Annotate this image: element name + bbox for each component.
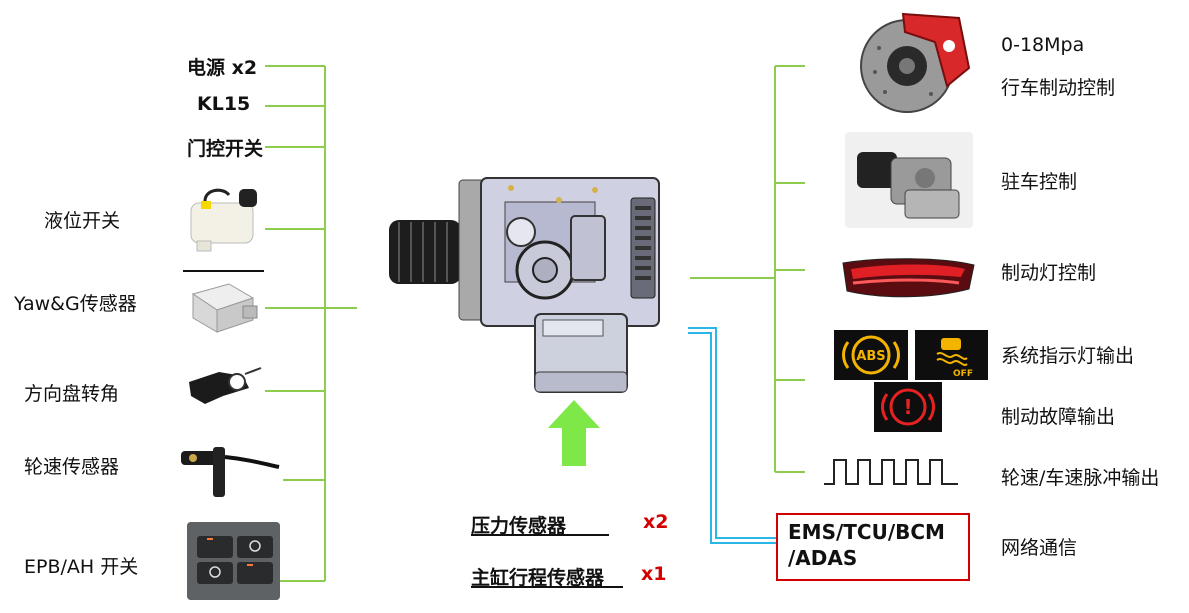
epb-switch-image <box>187 522 280 600</box>
steering-angle-sensor-image <box>183 360 263 410</box>
network-nodes-box: EMS/TCU/BCM /ADAS <box>776 513 970 581</box>
input-arrow-icon <box>548 400 600 466</box>
stroke-sensor-count: x1 <box>641 563 667 585</box>
power-label: 电源 x2 <box>187 57 258 79</box>
abs-indicator-icon: ABS <box>834 330 908 380</box>
parking-caliper-image <box>845 132 973 228</box>
pressure-sensor-count: x2 <box>643 511 669 533</box>
parking-control-label: 驻车控制 <box>1001 171 1078 193</box>
network-label: 网络通信 <box>1001 537 1078 559</box>
pulse-waveform-icon <box>824 459 958 485</box>
service-brake-label: 行车制动控制 <box>1001 77 1116 99</box>
brake-light-image <box>841 255 976 301</box>
level-switch-label: 液位开关 <box>44 210 121 232</box>
esc-off-text: OFF <box>953 369 973 379</box>
brake-unit-image <box>385 172 670 397</box>
brake-caliper-image <box>855 8 975 116</box>
fluid-reservoir-image <box>183 181 263 259</box>
abs-text: ABS <box>856 349 885 364</box>
pulse-output-label: 轮速/车速脉冲输出 <box>1001 467 1160 489</box>
wheel-speed-sensor-image <box>175 437 283 505</box>
fault-symbol-text: ! <box>903 395 912 419</box>
fault-output-label: 制动故障输出 <box>1001 406 1116 428</box>
yaw-sensor-label: Yaw&G传感器 <box>14 293 137 315</box>
door-switch-label: 门控开关 <box>187 138 264 160</box>
pressure-sensor-label: 压力传感器 <box>471 515 567 537</box>
yaw-sensor-image <box>183 276 263 342</box>
esc-off-indicator-icon: OFF <box>915 330 988 380</box>
brake-fault-indicator-icon: ! <box>874 382 942 432</box>
kl15-label: KL15 <box>197 93 251 115</box>
steering-angle-label: 方向盘转角 <box>24 383 120 405</box>
stroke-sensor-label: 主缸行程传感器 <box>471 567 605 589</box>
stroke-sensor-underline <box>471 586 623 588</box>
epb-switch-label: EPB/AH 开关 <box>24 556 139 578</box>
indicator-output-label: 系统指示灯输出 <box>1001 345 1135 367</box>
wheel-speed-sensor-label: 轮速传感器 <box>24 456 120 478</box>
brake-light-label: 制动灯控制 <box>1001 262 1097 284</box>
pressure-sensor-underline <box>471 534 609 536</box>
pressure-range-label: 0-18Mpa <box>1001 34 1085 56</box>
